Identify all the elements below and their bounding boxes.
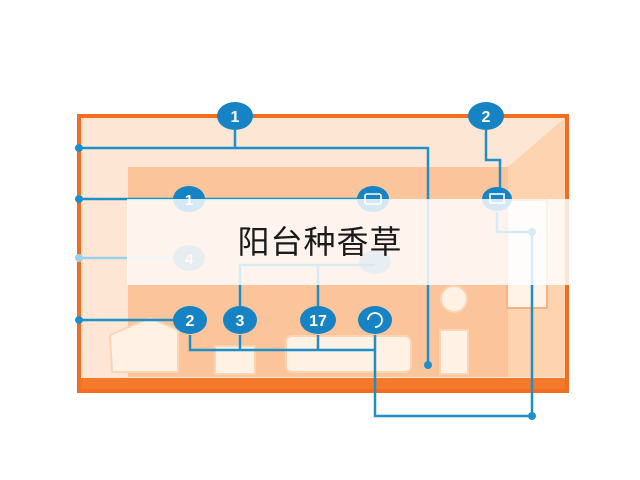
- svg-text:2: 2: [482, 109, 491, 126]
- dot: [424, 361, 432, 369]
- dot: [75, 195, 83, 203]
- line-top-2: [484, 130, 502, 188]
- page-title: 阳台种香草: [237, 223, 403, 261]
- node-low-17: 17: [300, 306, 336, 334]
- node-top-2: 2: [468, 102, 504, 130]
- svg-text:2: 2: [186, 313, 195, 330]
- dot: [75, 316, 83, 324]
- title-band: [127, 199, 570, 285]
- dot: [75, 254, 83, 262]
- line-right-drop: [235, 146, 430, 365]
- plant-pot: [439, 329, 469, 375]
- node-low-2: 2: [173, 306, 207, 334]
- svg-text:3: 3: [236, 313, 245, 330]
- dot: [528, 412, 536, 420]
- dot: [75, 144, 83, 152]
- node-low-3: 3: [223, 306, 257, 334]
- refresh-icon: [367, 312, 383, 328]
- svg-text:1: 1: [231, 109, 240, 126]
- svg-text:17: 17: [309, 313, 327, 330]
- node-top-1: 1: [217, 102, 253, 130]
- node-low-refresh: [358, 306, 392, 334]
- line-low-bus: [188, 335, 375, 352]
- furniture: [108, 285, 469, 375]
- sofa: [285, 335, 412, 373]
- floor-strip: [79, 378, 567, 391]
- lamp-shade: [440, 285, 468, 313]
